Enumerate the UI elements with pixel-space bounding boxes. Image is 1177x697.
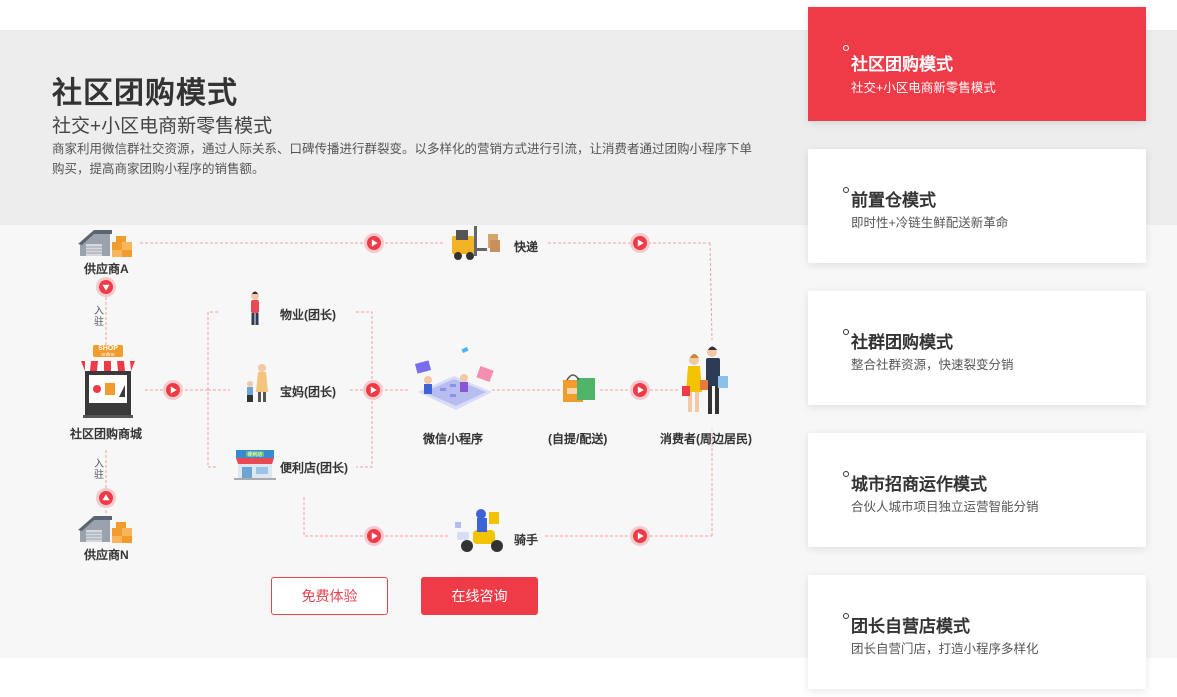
mode-card-subtitle: 合伙人城市项目独立运营智能分销	[851, 500, 1039, 514]
store-leader-label: 便利店(团长)	[280, 461, 348, 475]
page-title: 社区团购模式	[52, 77, 238, 110]
flow-arrow-icon	[630, 380, 650, 400]
flow-arrow-icon	[363, 380, 383, 400]
supplier-a-label: 供应商A	[84, 262, 129, 276]
bullet-ring-icon	[843, 613, 849, 619]
property-leader-icon	[251, 291, 259, 325]
flow-arrow-down-icon	[96, 277, 116, 297]
shop-icon	[81, 345, 135, 418]
forklift-icon	[452, 226, 500, 260]
flow-arrow-up-icon	[96, 488, 116, 508]
mode-card-title: 前置仓模式	[851, 191, 936, 210]
flow-arrow-icon	[163, 380, 183, 400]
convenience-store-icon	[234, 450, 276, 480]
rider-label: 骑手	[514, 533, 539, 547]
flow-arrow-icon	[364, 526, 384, 546]
consumer-couple-icon	[682, 346, 728, 414]
shop-sign-label: SHOP online	[94, 345, 122, 358]
store-sign-label: 便利店	[247, 452, 263, 458]
bullet-ring-icon	[843, 329, 849, 335]
mini-program-icon	[414, 346, 494, 410]
mode-card-social-group-buy[interactable]: 社群团购模式 整合社群资源，快速裂变分销	[808, 291, 1146, 405]
flow-diagram-svg	[77, 226, 728, 552]
mode-card-title: 社区团购模式	[851, 55, 953, 74]
mall-label: 社区团购商城	[70, 427, 143, 441]
express-label: 快递	[514, 240, 539, 254]
mode-card-leader-self-store[interactable]: 团长自营店模式 团长自营门店，打造小程序多样化	[808, 575, 1146, 689]
property-leader-label: 物业(团长)	[280, 308, 336, 322]
join-top-label: 入驻	[94, 306, 104, 328]
warehouse-a-icon	[77, 229, 133, 258]
pickup-label: (自提/配送)	[548, 432, 608, 446]
bullet-ring-icon	[843, 45, 849, 51]
mode-card-subtitle: 团长自营门店，打造小程序多样化	[851, 642, 1039, 656]
mode-card-community-group-buy[interactable]: 社区团购模式 社交+小区电商新零售模式	[808, 7, 1146, 121]
free-trial-button[interactable]: 免费体验	[271, 577, 388, 615]
mode-card-title: 城市招商运作模式	[851, 475, 987, 494]
mode-card-subtitle: 社交+小区电商新零售模式	[851, 81, 996, 95]
join-bottom-label: 入驻	[94, 459, 104, 481]
mode-card-subtitle: 整合社群资源，快速裂变分销	[851, 358, 1014, 372]
connector-lines	[105, 242, 713, 537]
consumer-label: 消费者(周边居民)	[660, 432, 752, 446]
mode-card-title: 团长自营店模式	[851, 617, 970, 636]
shop-sign-text: SHOP	[98, 345, 118, 352]
flow-arrow-icon	[630, 233, 650, 253]
supplier-n-label: 供应商N	[84, 548, 129, 562]
bullet-ring-icon	[843, 187, 849, 193]
warehouse-n-icon	[77, 515, 133, 544]
mode-card-front-warehouse[interactable]: 前置仓模式 即时性+冷链生鲜配送新革命	[808, 149, 1146, 263]
shop-sign-subtext: online	[101, 352, 115, 358]
mom-leader-icon	[247, 364, 268, 402]
mini-program-label: 微信小程序	[423, 432, 484, 446]
bullet-ring-icon	[843, 471, 849, 477]
flow-diagram: 供应商A 入驻 社区团购商城 入驻 供应商N SHOP online 便利店 物…	[70, 226, 752, 562]
mom-leader-label: 宝妈(团长)	[280, 385, 336, 399]
page-subtitle: 社交+小区电商新零售模式	[52, 116, 273, 137]
flow-arrow-icon	[364, 233, 384, 253]
shopping-bag-icon	[563, 374, 595, 402]
mode-card-subtitle: 即时性+冷链生鲜配送新革命	[851, 216, 1009, 230]
mode-card-city-franchise[interactable]: 城市招商运作模式 合伙人城市项目独立运营智能分销	[808, 433, 1146, 547]
consult-button[interactable]: 在线咨询	[421, 577, 538, 615]
page-description: 商家利用微信群社交资源，通过人际关系、口碑传播进行群裂变。以多样化的营销方式进行…	[52, 142, 753, 176]
mode-card-title: 社群团购模式	[851, 333, 953, 352]
flow-arrow-icon	[630, 526, 650, 546]
rider-icon	[455, 509, 503, 552]
